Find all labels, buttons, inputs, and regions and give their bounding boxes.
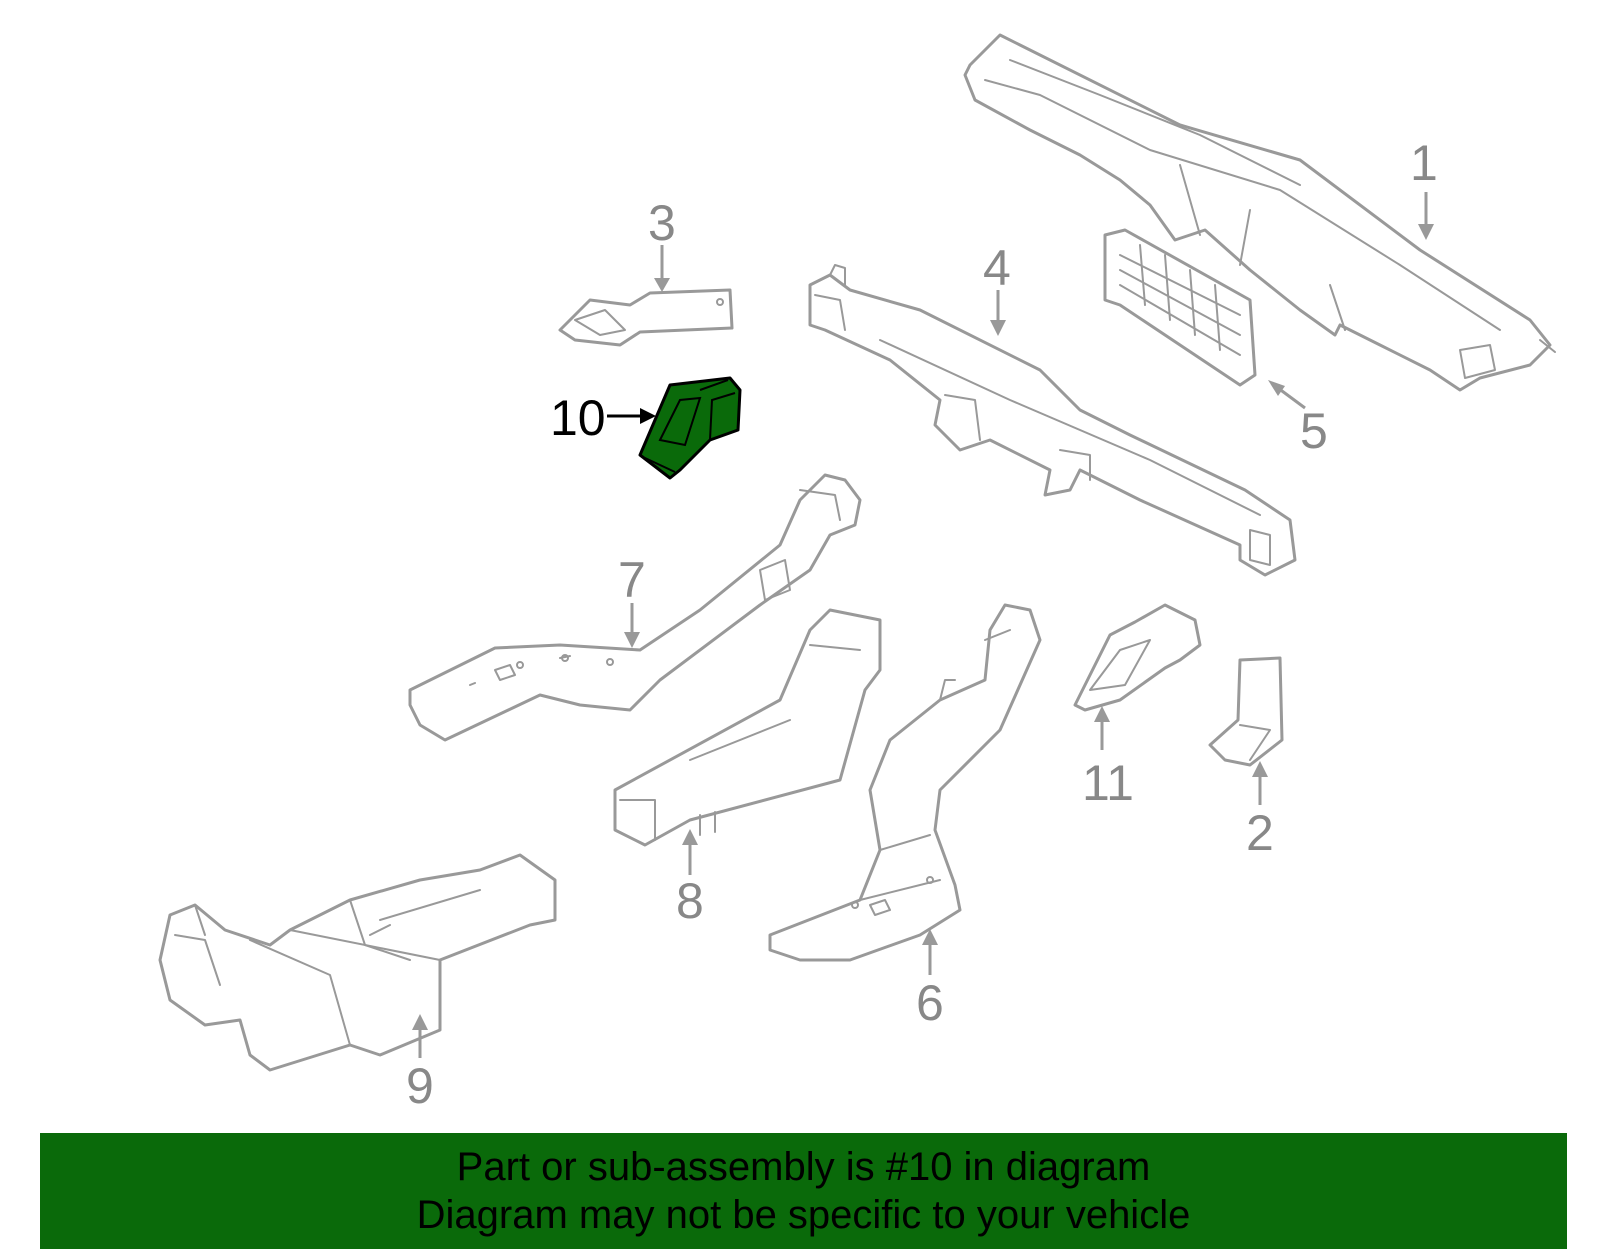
- callout-2: 2: [1246, 805, 1274, 861]
- info-banner: Part or sub-assembly is #10 in diagram D…: [40, 1133, 1567, 1249]
- callout-1: 1: [1410, 135, 1438, 191]
- part-10-highlighted[interactable]: [638, 376, 742, 480]
- callout-10: 10: [550, 390, 606, 446]
- callout-3: 3: [648, 195, 676, 251]
- callout-6: 6: [916, 975, 944, 1031]
- callout-11: 11: [1082, 755, 1134, 811]
- leader-lines: [412, 192, 1434, 1058]
- part-11-vent[interactable]: [1073, 603, 1202, 712]
- part-5-grille[interactable]: [1103, 228, 1257, 387]
- parts-diagram: 1 2 3 4 5 6 7 8 9 10 11: [158, 33, 1556, 1114]
- callout-5: 5: [1300, 403, 1328, 459]
- part-9-duct[interactable]: [158, 853, 557, 1072]
- banner-line-2: Diagram may not be specific to your vehi…: [416, 1193, 1191, 1237]
- part-4-duct[interactable]: [808, 264, 1297, 577]
- part-1-duct[interactable]: [963, 33, 1556, 392]
- callout-4: 4: [983, 240, 1011, 296]
- part-6-duct[interactable]: [768, 603, 1042, 962]
- part-3-duct[interactable]: [558, 288, 734, 347]
- callout-7: 7: [618, 552, 646, 608]
- callout-8: 8: [676, 873, 704, 929]
- callout-9: 9: [406, 1058, 434, 1114]
- part-7-duct[interactable]: [408, 473, 862, 742]
- part-8-duct[interactable]: [613, 608, 882, 847]
- part-2-vent[interactable]: [1208, 656, 1284, 767]
- banner-line-1: Part or sub-assembly is #10 in diagram: [456, 1145, 1151, 1189]
